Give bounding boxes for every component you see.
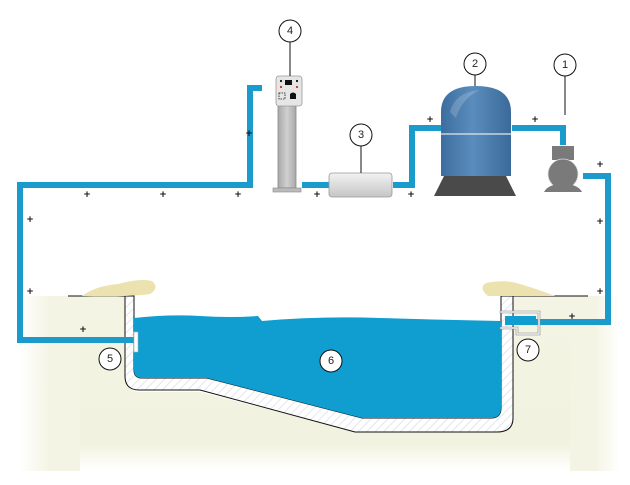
callout-leaders <box>289 42 566 173</box>
callout-label: 2 <box>472 58 478 70</box>
flow-marker: + <box>79 325 87 335</box>
flow-marker: + <box>83 190 91 200</box>
pump[interactable] <box>544 146 582 192</box>
pool-water <box>134 315 501 418</box>
flow-marker: + <box>568 312 576 322</box>
return-inlet[interactable] <box>133 331 139 353</box>
flow-marker: + <box>596 160 604 170</box>
controller[interactable] <box>272 75 303 193</box>
callout-label: 5 <box>107 353 113 365</box>
flow-marker: + <box>234 190 242 200</box>
filter-tank <box>441 86 511 176</box>
callout-label: 3 <box>358 129 364 141</box>
flow-marker: + <box>26 287 34 297</box>
callout-label: 6 <box>328 355 334 367</box>
heater[interactable] <box>328 172 393 198</box>
controller-post <box>277 99 297 189</box>
sand-filter[interactable] <box>434 86 516 196</box>
flow-marker: + <box>426 115 434 125</box>
callout-2: 2 <box>463 52 487 76</box>
coping-stone-left <box>82 280 156 297</box>
pipe-circuit <box>17 85 611 343</box>
coping-stone-right <box>482 281 555 296</box>
pump-base <box>544 184 582 192</box>
flow-marker: + <box>245 129 253 139</box>
callout-label: 1 <box>562 59 568 71</box>
ground <box>20 296 620 471</box>
controller-display <box>285 80 292 85</box>
flow-markers: + + + + + + + + + + + + + + + <box>26 115 604 335</box>
pump-motor <box>552 146 574 160</box>
flow-marker: + <box>159 190 167 200</box>
filter-base <box>434 176 516 196</box>
callout-4: 4 <box>278 19 302 43</box>
flow-marker: + <box>313 190 321 200</box>
callout-7: 7 <box>516 338 540 362</box>
flow-marker: + <box>531 115 539 125</box>
flow-marker: + <box>596 217 604 227</box>
callout-1: 1 <box>553 53 577 77</box>
callout-3: 3 <box>349 123 373 147</box>
flow-marker: + <box>596 287 604 297</box>
callout-label: 7 <box>525 344 531 356</box>
flow-marker: + <box>26 215 34 225</box>
callout-6: 6 <box>319 349 343 373</box>
flow-marker: + <box>407 190 415 200</box>
callout-label: 4 <box>287 25 293 37</box>
skimmer[interactable] <box>499 310 541 336</box>
controller-base <box>272 187 302 193</box>
callout-5: 5 <box>98 347 122 371</box>
